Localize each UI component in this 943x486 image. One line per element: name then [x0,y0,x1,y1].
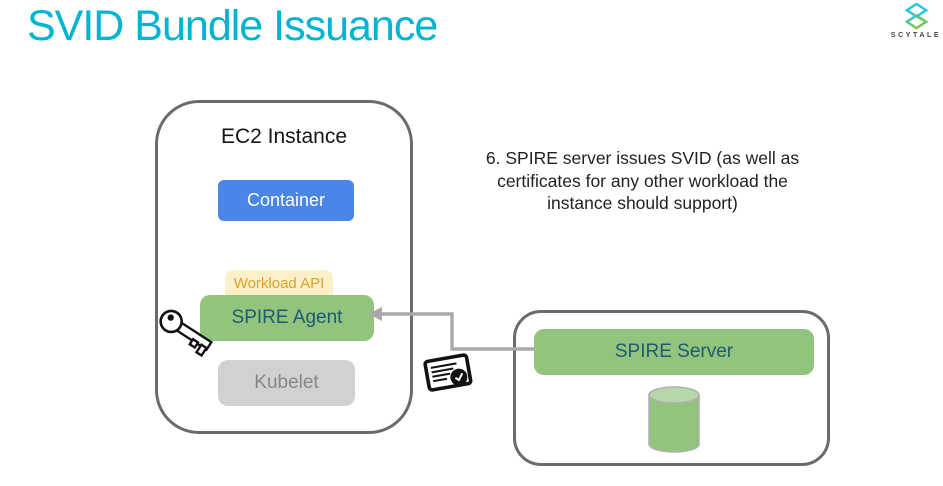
left-arrow-connector [368,307,534,351]
ec2-instance-label: EC2 Instance [220,125,348,148]
certificate-icon [423,353,473,392]
spire-agent-node: SPIRE Agent [200,295,374,341]
spire-server-group: SPIRE Server [513,310,830,466]
page-title: SVID Bundle Issuance [27,2,438,50]
spire-server-node: SPIRE Server [534,329,814,375]
key-icon [159,309,214,358]
scytale-logo: SCYTALE [891,3,941,39]
scytale-brand-text: SCYTALE [890,32,942,39]
ec2-instance-group: EC2 Instance Container Workload API SPIR… [155,100,413,434]
kubelet-node: Kubelet [218,360,355,406]
database-cylinder-icon [648,386,700,453]
annotation-line: instance should support) [547,193,738,213]
annotation-line: 6. SPIRE server issues SVID (as well as [485,148,800,168]
scytale-logo-icon [904,3,928,30]
container-node: Container [218,180,354,221]
step-annotation: 6. SPIRE server issues SVID (as well as … [450,147,835,215]
annotation-line: certificates for any other workload the [497,170,788,191]
